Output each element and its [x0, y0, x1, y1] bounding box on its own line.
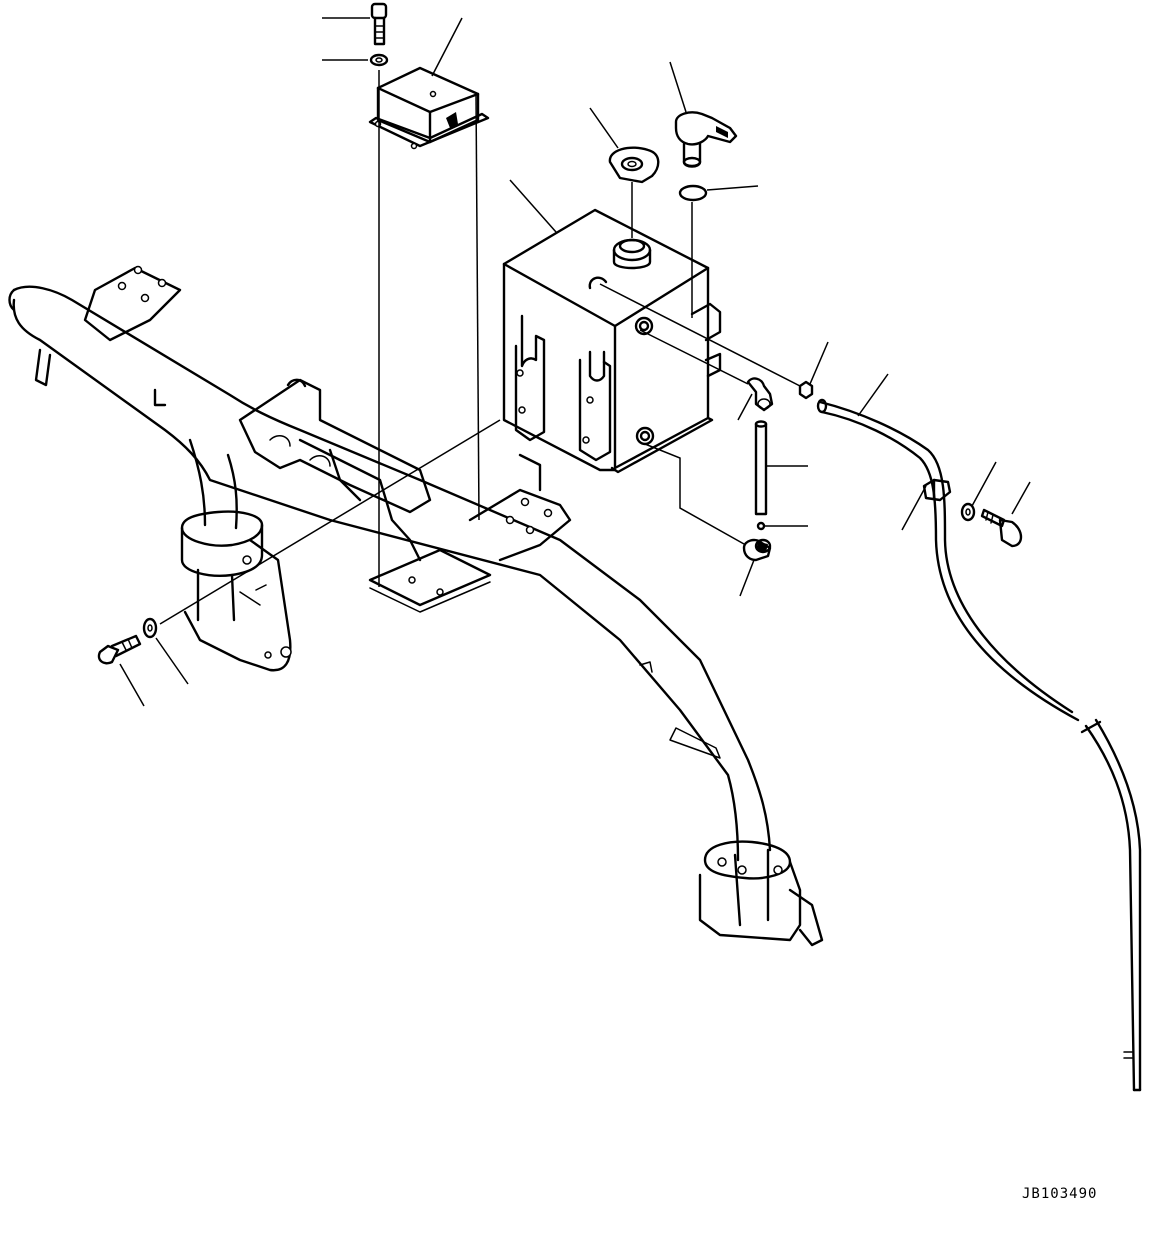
washer-left: [142, 617, 158, 639]
bolt-right: [980, 508, 1023, 548]
drain-hose: [816, 398, 1142, 1092]
washer-top: [369, 53, 389, 67]
small-washer: [756, 521, 766, 531]
drawing-code: JB103490: [1022, 1186, 1098, 1202]
pipe-tube: [754, 420, 768, 516]
small-nut: [798, 380, 814, 400]
level-sensor: [674, 111, 738, 168]
assembly-lines: [159, 70, 801, 625]
bolt-top: [370, 2, 388, 46]
hose-clamp: [922, 478, 952, 502]
o-ring: [678, 184, 708, 202]
washer-right: [960, 502, 976, 522]
elbow-fitting-upper: [746, 377, 774, 412]
frame-holes: [117, 265, 553, 659]
elbow-fitting-lower: [742, 538, 772, 562]
filler-cap: [608, 146, 660, 184]
bolt-left: [97, 634, 142, 665]
leader-lines: [119, 17, 1031, 707]
control-box: [368, 66, 490, 150]
frame-tube: [8, 266, 824, 947]
reservoir-tank: [502, 208, 722, 474]
